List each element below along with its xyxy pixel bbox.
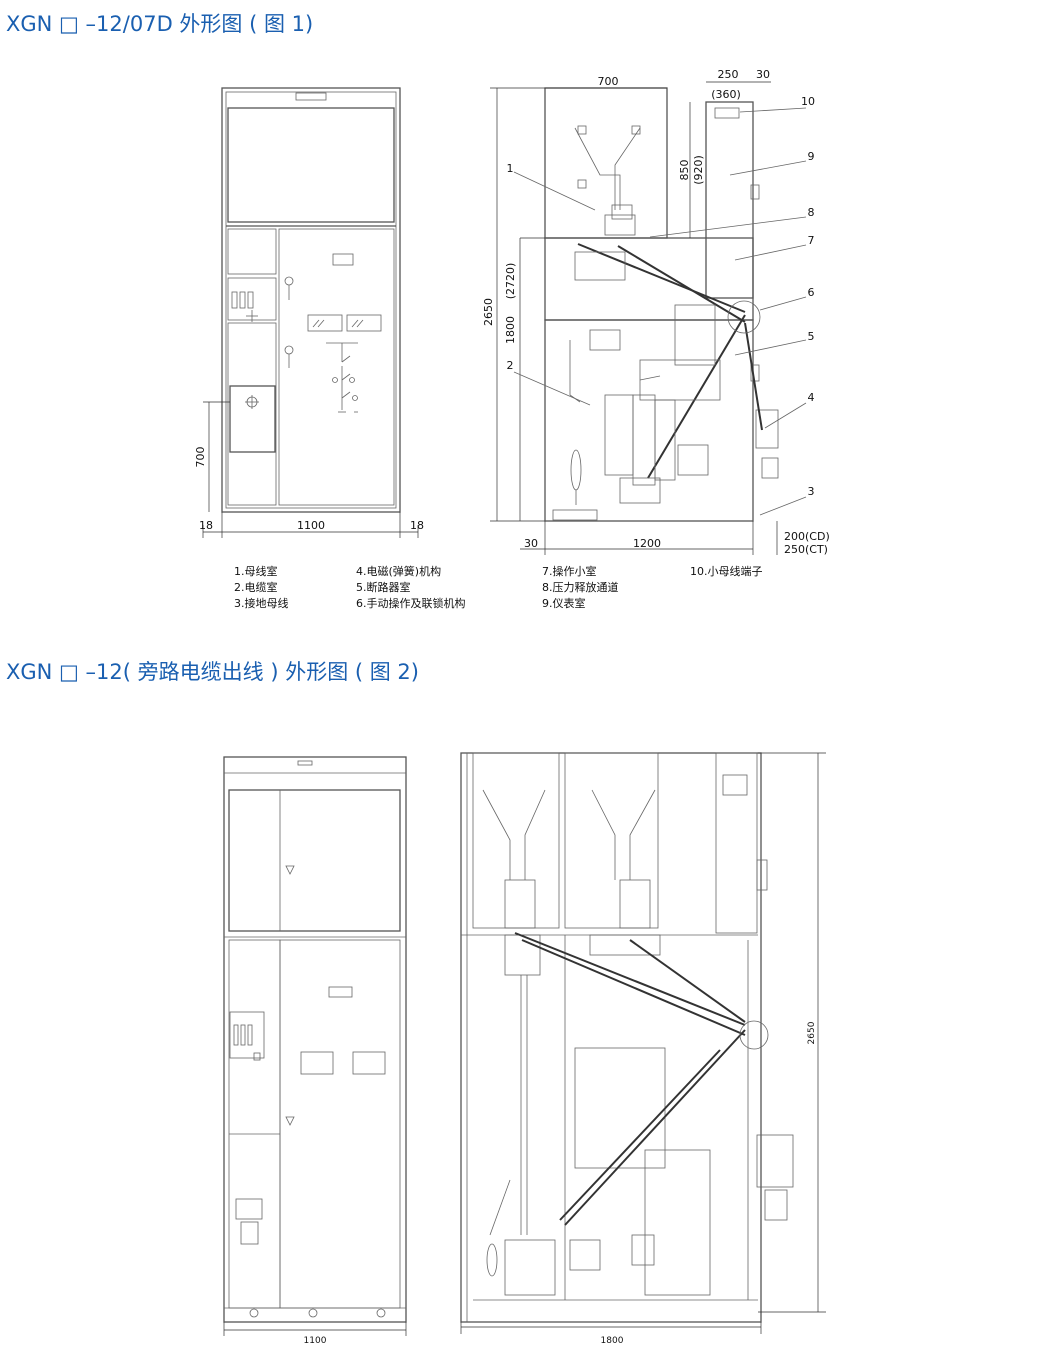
- legend-item: 2.电缆室: [234, 580, 278, 594]
- figure-2-title: XGN □ –12( 旁路电缆出线 ) 外形图 ( 图 2): [6, 660, 419, 684]
- legend-item: 6.手动操作及联锁机构: [356, 596, 466, 610]
- figure-1-drawing: 1100 18 18 700: [194, 68, 830, 610]
- callout-1: 1: [507, 162, 514, 175]
- figure-1-title: XGN □ –12/07D 外形图 ( 图 1): [6, 12, 314, 36]
- side-depth-label-2: 1800: [601, 1336, 624, 1346]
- legend-item: 1.母线室: [234, 564, 278, 578]
- legend-item: 8.压力释放通道: [542, 580, 619, 594]
- callout-3: 3: [808, 485, 815, 498]
- depth-label: 1200: [633, 537, 661, 550]
- meter-width-label: 250: [718, 68, 739, 81]
- legend-item: 3.接地母线: [234, 596, 289, 610]
- bottom-left-label: 30: [524, 537, 538, 550]
- callout-9: 9: [808, 150, 815, 163]
- front-margin-left-label: 18: [199, 519, 213, 532]
- callout-7: 7: [808, 234, 815, 247]
- side-height-label-2: 2650: [807, 1021, 817, 1044]
- total-height-label: 2650: [482, 298, 495, 326]
- edge-width-label: 30: [756, 68, 770, 81]
- front-width-label-2: 1100: [304, 1336, 327, 1346]
- side-view-cabinet: [544, 87, 779, 522]
- legend-item: 9.仪表室: [542, 596, 586, 610]
- legend-item: 10.小母线端子: [690, 564, 763, 578]
- side-view-cabinet-2: 1800 2650: [460, 752, 826, 1346]
- total-height-alt-label: (2720): [504, 263, 517, 300]
- callout-5: 5: [808, 330, 815, 343]
- front-width-label: 1100: [297, 519, 325, 532]
- front-view-dimensions: 1100 18 18 700: [194, 401, 424, 538]
- legend-item: 4.电磁(弹簧)机构: [356, 564, 441, 578]
- front-view-cabinet: [221, 87, 401, 513]
- side-top-width-label: 700: [598, 75, 619, 88]
- callout-6: 6: [808, 286, 815, 299]
- callout-4: 4: [808, 391, 815, 404]
- legend-item: 5.断路器室: [356, 580, 411, 594]
- bus-height-label: 850: [678, 160, 691, 181]
- front-margin-right-label: 18: [410, 519, 424, 532]
- side-view-dimensions: 700 250 (360) 30 850 (920) 2650 (2720) 1…: [482, 68, 830, 556]
- figure-2-drawing: 1100: [223, 752, 826, 1346]
- legend-item: 7.操作小室: [542, 564, 597, 578]
- meter-width-alt-label: (360): [711, 88, 741, 101]
- front-view-cabinet-2: 1100: [223, 756, 407, 1346]
- callout-8: 8: [808, 206, 815, 219]
- bottom-right-label-2: 250(CT): [784, 543, 828, 556]
- callout-2: 2: [507, 359, 514, 372]
- lower-height-label: 1800: [504, 316, 517, 344]
- bottom-right-label-1: 200(CD): [784, 530, 830, 543]
- front-window-height-label: 700: [194, 447, 207, 468]
- bus-height-alt-label: (920): [692, 155, 705, 185]
- legend: 1.母线室 2.电缆室 3.接地母线 4.电磁(弹簧)机构 5.断路器室 6.手…: [234, 564, 763, 610]
- callout-10: 10: [801, 95, 815, 108]
